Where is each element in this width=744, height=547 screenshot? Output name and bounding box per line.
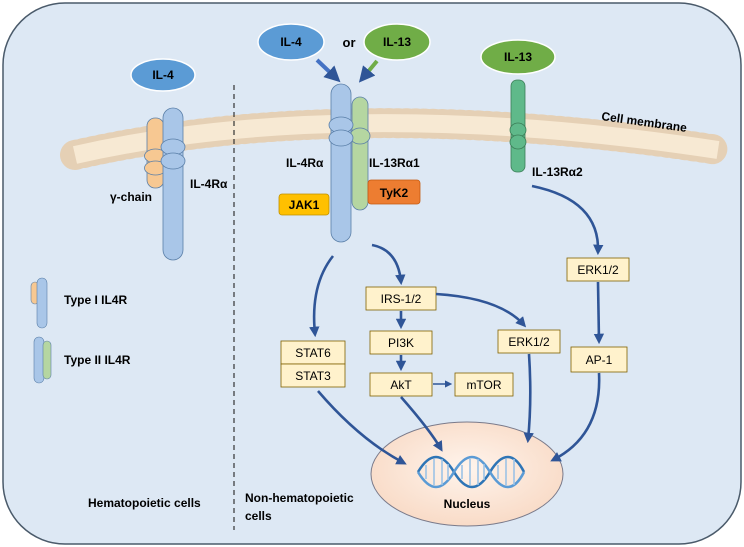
arrow-stat-to-nucleus <box>317 390 407 465</box>
erk-right-label: ERK1/2 <box>577 263 619 277</box>
jak1-kinase <box>278 193 330 216</box>
ap1-box <box>570 346 628 373</box>
il13ra2-label: IL-13Rα2 <box>532 165 583 179</box>
il13-ligand-top <box>363 23 431 61</box>
il4-ligand-top <box>257 23 325 61</box>
legend-type-two-label: Type II IL4R <box>64 353 131 367</box>
akt-box <box>369 372 433 397</box>
mtor-label: mTOR <box>466 378 501 392</box>
arrow-ap1-to-nucleus <box>550 372 601 462</box>
legend-type-one-icon <box>30 277 48 329</box>
dna-icon <box>416 455 526 489</box>
tyk2-kinase <box>367 179 421 205</box>
arrow-irs-to-erk <box>435 292 527 328</box>
il4ra-receptor-mid <box>330 83 352 243</box>
il13-label-right: IL-13 <box>504 50 532 64</box>
arrow-il13ra2-to-erk <box>531 184 604 256</box>
irs-label: IRS-1/2 <box>381 292 422 306</box>
pi3k-box <box>369 330 433 355</box>
arrow-akt-to-nucleus <box>400 396 443 452</box>
irs-box <box>365 286 437 311</box>
arrow-erk-to-ap1 <box>593 281 605 345</box>
jak1-label: JAK1 <box>289 198 320 212</box>
stat6-label: STAT6 <box>295 346 331 360</box>
il4ra-mid-label: IL-4Rα <box>286 156 324 170</box>
non-hematopoietic-label-2: cells <box>245 509 272 523</box>
il4ra-receptor-left <box>162 107 184 261</box>
erk-mid-box <box>497 329 561 354</box>
or-label: or <box>343 35 356 50</box>
arrow-receptor-to-irs <box>371 243 406 286</box>
nucleus <box>370 421 564 527</box>
il4-binding-arrow <box>315 58 341 83</box>
il4ra-left-label: IL-4Rα <box>190 177 228 191</box>
stat3-label: STAT3 <box>295 369 331 383</box>
akt-label: AkT <box>390 378 412 392</box>
gamma-chain-label: γ-chain <box>110 190 152 204</box>
mtor-box <box>454 372 514 397</box>
il13-binding-arrow <box>358 59 379 83</box>
il13ra2-receptor <box>509 79 527 173</box>
arrow-erk-to-nucleus <box>523 353 534 444</box>
type-two-receptor <box>328 83 371 243</box>
type-one-receptor <box>144 107 186 261</box>
stat3-box <box>280 363 346 388</box>
il13-label-top: IL-13 <box>383 35 411 49</box>
erk-right-box <box>566 257 630 282</box>
erk-mid-label: ERK1/2 <box>508 335 550 349</box>
legend-type-one-label: Type I IL4R <box>64 293 127 307</box>
hematopoietic-label: Hematopoietic cells <box>88 496 201 510</box>
ap1-label: AP-1 <box>586 353 613 367</box>
non-hematopoietic-label-1: Non-hematopoietic <box>245 491 354 505</box>
il13ra1-label: IL-13Rα1 <box>369 156 420 170</box>
il4-label-top: IL-4 <box>280 35 302 49</box>
il13ra1-receptor <box>351 96 369 211</box>
tyk2-label: TyK2 <box>380 186 409 200</box>
arrow-receptor-to-stat <box>309 255 335 338</box>
il4-label-left: IL-4 <box>152 68 174 82</box>
il4-ligand-left <box>130 58 196 92</box>
legend-type-two-icon <box>33 336 52 384</box>
il13-ligand-right <box>480 39 556 75</box>
nucleus-label: Nucleus <box>444 497 491 511</box>
pi3k-label: PI3K <box>388 336 414 350</box>
